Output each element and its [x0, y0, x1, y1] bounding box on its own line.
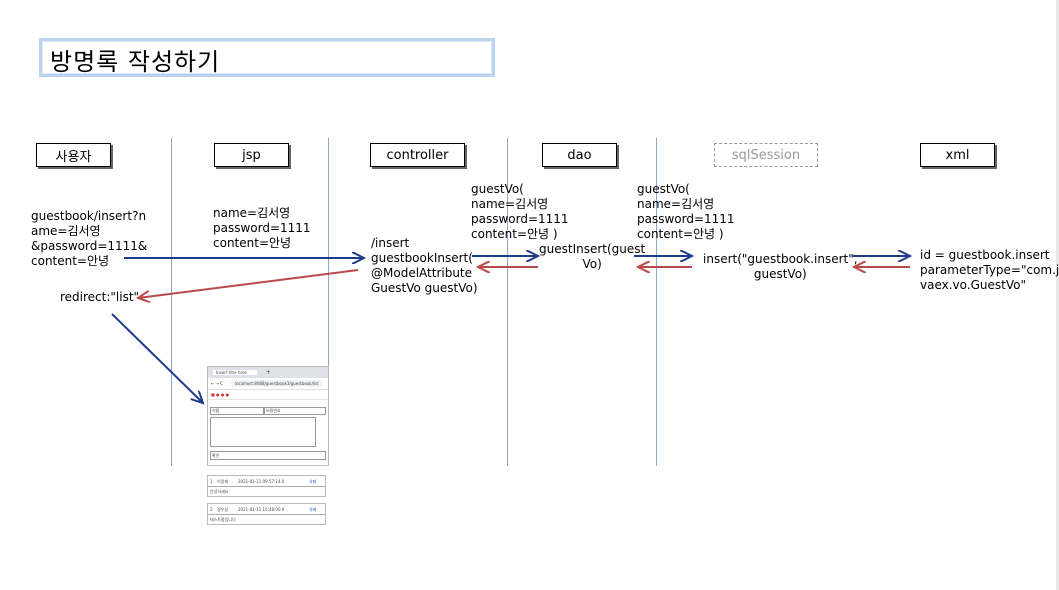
entry-delete-link: 삭제 — [309, 507, 317, 512]
entry-no: 2 — [210, 507, 213, 512]
title-box: 방명록 작성하기 — [39, 38, 495, 77]
arrow-controller-redirect — [138, 269, 359, 298]
bookmarks-icon: ■ ● ● ● — [211, 392, 230, 397]
confirm-button: 확인 — [212, 453, 220, 458]
lane-header-user: 사용자 — [36, 143, 111, 167]
lane-header-xml: xml — [920, 143, 995, 167]
new-tab-icon: + — [266, 369, 272, 376]
lane-divider — [507, 138, 508, 466]
entry-date: 2021-01-11 15:48:00.0 — [238, 507, 285, 512]
session-call-label: insert("guestbook.insert", guestVo) — [703, 252, 858, 281]
name-label: 이름 — [212, 408, 220, 413]
name-field — [210, 407, 264, 415]
redirect-label: redirect:"list" — [60, 290, 140, 304]
entry-no: 1 — [210, 479, 213, 484]
entry-content: 테스트중입니다 — [210, 517, 236, 522]
browser-tab-title: Insert title here — [213, 370, 257, 375]
lane-divider — [171, 138, 172, 466]
arrow-redirect-to-list — [111, 313, 203, 403]
xml-mapping-label: id = guestbook.insert parameterType="com… — [920, 248, 1059, 292]
entry-date: 2021-01-11 09:57:14.0 — [238, 479, 285, 484]
page-title: 방명록 작성하기 — [50, 48, 221, 76]
lane-header-jsp: jsp — [214, 143, 289, 167]
entry-name: 이정재 — [217, 479, 229, 484]
lane-divider — [328, 138, 329, 466]
lane-header-controller: controller — [370, 143, 465, 167]
guestbook-entry-2: 2 정우성 2021-01-11 15:48:00.0 삭제 테스트중입니다 — [207, 503, 326, 525]
dao-method-label: guestInsert(guest Vo) — [539, 242, 646, 271]
right-edge — [1056, 0, 1059, 590]
lane-header-dao: dao — [542, 143, 617, 167]
password-field — [264, 407, 326, 415]
entry-delete-link: 삭제 — [309, 479, 317, 484]
controller-method-label: /insert guestbookInsert( @ModelAttribute… — [371, 236, 478, 295]
password-label: 비밀번호 — [266, 408, 281, 413]
entry-content: 안녕하세요 — [210, 489, 229, 494]
user-request-label: guestbook/insert?n ame=김서영 &password=111… — [31, 209, 148, 268]
entry-name: 정우성 — [217, 507, 229, 512]
submit-row — [210, 451, 326, 460]
lane-header-sqlsession: sqlSession — [714, 143, 818, 167]
jsp-params-label: name=김서영 password=1111 content=안녕 — [213, 206, 311, 250]
vo-to-dao-label: guestVo( name=김서영 password=1111 content=… — [471, 182, 569, 241]
list-page-screenshot: Insert title here + ← → C localhost:8088… — [207, 366, 329, 466]
vo-to-session-label: guestVo( name=김서영 password=1111 content=… — [637, 182, 735, 241]
guestbook-entry-1: 1 이정재 2021-01-11 09:57:14.0 삭제 안녕하세요 — [207, 475, 326, 497]
nav-arrows-icon: ← → C — [211, 381, 224, 386]
content-textarea — [210, 417, 316, 447]
lane-divider — [656, 138, 657, 466]
browser-url: localhost:8088/guestbook3/guestbook/list — [231, 380, 323, 387]
